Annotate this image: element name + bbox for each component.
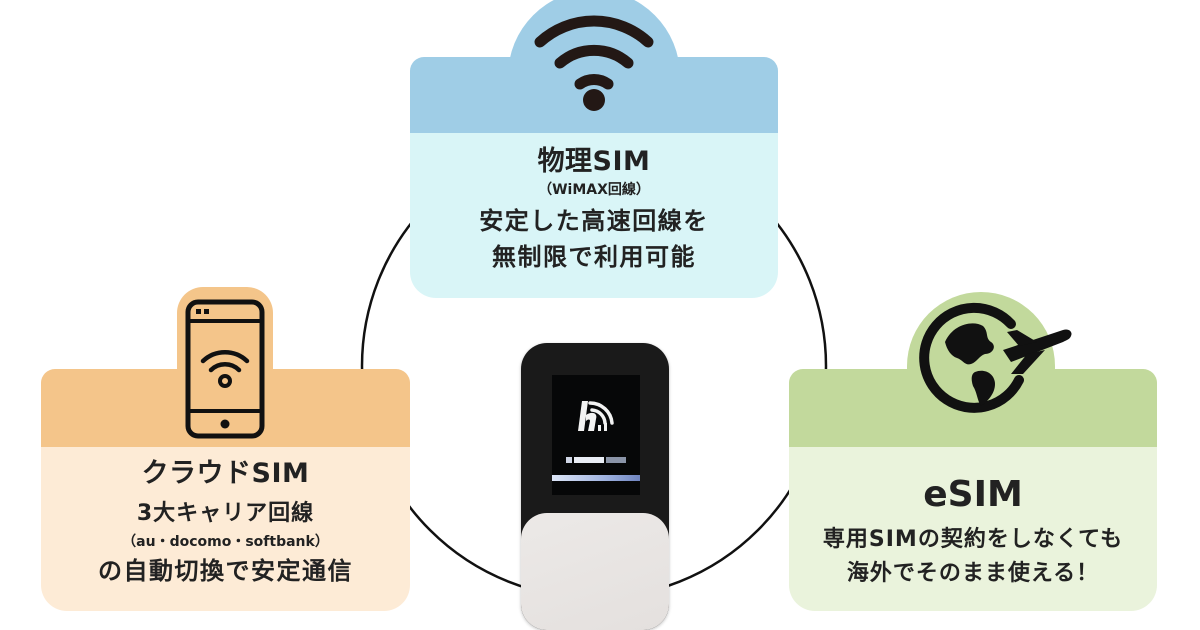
card-line-2: 無制限で利用可能 <box>492 243 696 271</box>
device-screen <box>552 375 640 495</box>
card-title: eSIM <box>923 474 1023 515</box>
device-cover <box>521 513 669 630</box>
wifi-icon <box>534 15 654 111</box>
card-esim: eSIM 専用SIMの契約をしなくても 海外でそのまま使える！ <box>789 292 1157 611</box>
card-note: （au・docomo・softbank） <box>122 534 329 550</box>
wifi-router-device <box>521 343 669 630</box>
card-line-2: の自動切換で安定通信 <box>98 557 353 585</box>
card-line-2: 海外でそのまま使える！ <box>846 561 1100 586</box>
screen-status-row <box>566 457 628 463</box>
smartphone-wifi-icon <box>185 299 265 439</box>
card-note: （WiMAX回線） <box>538 182 650 198</box>
brand-logo-icon <box>578 401 614 431</box>
card-title: クラウドSIM <box>141 458 310 489</box>
card-cloud-sim: クラウドSIM 3大キャリア回線 （au・docomo・softbank） の自… <box>41 287 410 611</box>
card-line-1: 安定した高速回線を <box>479 207 709 235</box>
card-physical-sim: 物理SIM （WiMAX回線） 安定した高速回線を 無制限で利用可能 <box>410 0 778 298</box>
card-body: 物理SIM （WiMAX回線） 安定した高速回線を 無制限で利用可能 <box>410 133 778 298</box>
card-body: クラウドSIM 3大キャリア回線 （au・docomo・softbank） の自… <box>41 447 410 611</box>
card-line-1: 3大キャリア回線 <box>136 501 315 526</box>
card-body: eSIM 専用SIMの契約をしなくても 海外でそのまま使える！ <box>789 447 1157 611</box>
screen-progress-bar <box>552 475 640 481</box>
card-title: 物理SIM <box>537 146 651 177</box>
globe-airplane-icon <box>919 302 1072 413</box>
card-line-1: 専用SIMの契約をしなくても <box>822 527 1124 552</box>
